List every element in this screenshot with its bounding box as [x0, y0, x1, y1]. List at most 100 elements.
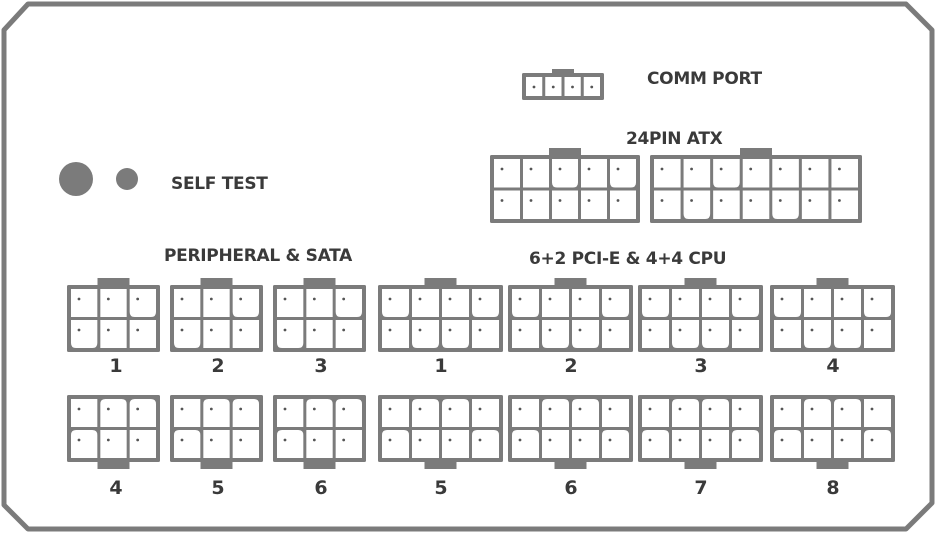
- connector-latch: [97, 461, 130, 469]
- connector-latch: [424, 278, 457, 286]
- connector-pin: [335, 320, 362, 348]
- connector-pin: [834, 430, 861, 458]
- connector-pin-dot: [342, 297, 346, 301]
- connector-pin: [702, 320, 729, 348]
- pcie-cpu-label: 6+2 PCI-E & 4+4 CPU: [529, 249, 727, 269]
- connector-pin-dot: [840, 328, 844, 332]
- connector-pin: [654, 159, 681, 188]
- connector-pin: [335, 430, 362, 458]
- connector-pin: [335, 289, 362, 317]
- peripheral-port-number: 1: [109, 355, 123, 377]
- connector-pin: [831, 159, 858, 188]
- connector-pin: [552, 159, 578, 188]
- connector-pin: [772, 190, 799, 219]
- connector-pin: [232, 320, 259, 348]
- connector-pin: [512, 399, 539, 427]
- connector-pin-dot: [518, 407, 522, 411]
- connector-pin: [512, 320, 539, 348]
- connector-pin-dot: [239, 438, 243, 442]
- connector-pin-dot: [388, 407, 392, 411]
- connector-pin: [382, 399, 409, 427]
- connector-pin-dot: [738, 438, 742, 442]
- connector-pin: [774, 289, 801, 317]
- connector-pin: [71, 430, 98, 458]
- connector-pin-dot: [780, 438, 784, 442]
- connector-pin-dot: [810, 407, 814, 411]
- connector-pin: [801, 190, 829, 219]
- connector-pin-dot: [529, 167, 533, 171]
- connector-pin-dot: [838, 167, 841, 171]
- connector-pin: [672, 430, 699, 458]
- connector-pin-dot: [870, 297, 874, 301]
- connector-pin: [174, 430, 201, 458]
- connector-pin-dot: [719, 167, 723, 171]
- connector-pin-dot: [660, 167, 664, 171]
- connector-pin-dot: [840, 407, 844, 411]
- connector-pin: [572, 430, 599, 458]
- peripheral-sata-label: PERIPHERAL & SATA: [164, 246, 352, 266]
- connector-pin: [412, 320, 439, 348]
- connector-pin-dot: [738, 297, 742, 301]
- connector-pin-dot: [388, 297, 392, 301]
- connector-pin-dot: [578, 328, 582, 332]
- connector-pin-dot: [180, 407, 184, 411]
- peripheral-port-number: 3: [314, 355, 328, 377]
- connector-pin-dot: [239, 328, 243, 332]
- connector-pin-dot: [478, 407, 482, 411]
- connector-pin-dot: [690, 167, 693, 171]
- connector-pin-dot: [283, 438, 287, 442]
- connector-pin: [672, 320, 699, 348]
- connector-pin-dot: [808, 167, 812, 171]
- connector-latch: [549, 148, 581, 156]
- connector-pin: [610, 159, 636, 188]
- connector-body: [378, 285, 503, 352]
- connector-pin: [572, 289, 599, 317]
- self-test-button-icon: [59, 162, 93, 196]
- connector-pin-dot: [418, 328, 422, 332]
- connector-pin: [412, 430, 439, 458]
- connector-pin-dot: [136, 328, 140, 332]
- connector-pin-dot: [239, 407, 243, 411]
- connector-pin: [129, 399, 156, 427]
- connector-pin: [864, 320, 891, 348]
- connector-pin-dot: [708, 407, 712, 411]
- connector-pin: [382, 289, 409, 317]
- connector-pin: [203, 430, 230, 458]
- pcie-port-number: 1: [434, 355, 448, 377]
- connector-pin-dot: [551, 85, 555, 89]
- connector-pin: [642, 399, 669, 427]
- connector-pin: [472, 430, 499, 458]
- connector-latch: [200, 461, 233, 469]
- connector-pin: [494, 159, 520, 188]
- connector-pin-dot: [500, 199, 504, 202]
- connector-pin-dot: [608, 438, 612, 442]
- connector-pin-dot: [778, 167, 782, 171]
- connector-pin-dot: [136, 438, 140, 442]
- connector-pin-dot: [548, 438, 552, 442]
- connector-latch: [554, 278, 587, 286]
- connector-pin-dot: [558, 167, 562, 171]
- connector-pin-dot: [840, 438, 844, 442]
- connector-pin: [542, 430, 569, 458]
- connector-pin: [442, 320, 469, 348]
- connector-pin-dot: [180, 297, 184, 301]
- connector-body: [508, 395, 633, 462]
- connector-pin-dot: [312, 407, 316, 411]
- connector-pin-dot: [870, 407, 874, 411]
- connector-pin-dot: [578, 438, 582, 442]
- connector-pin: [203, 399, 230, 427]
- pcie-port-number: 5: [434, 477, 448, 499]
- connector-pin-dot: [548, 407, 552, 411]
- connector-pin: [801, 159, 829, 188]
- connector-pin-dot: [780, 407, 784, 411]
- connector-pin-dot: [180, 438, 184, 442]
- pcie-port-number: 4: [826, 355, 840, 377]
- connector-latch: [684, 278, 717, 286]
- connector-pin-dot: [532, 85, 536, 89]
- connector-latch: [303, 461, 336, 469]
- connector-body: [378, 395, 503, 462]
- connector-pin-dot: [418, 438, 422, 442]
- connector-pin: [232, 399, 259, 427]
